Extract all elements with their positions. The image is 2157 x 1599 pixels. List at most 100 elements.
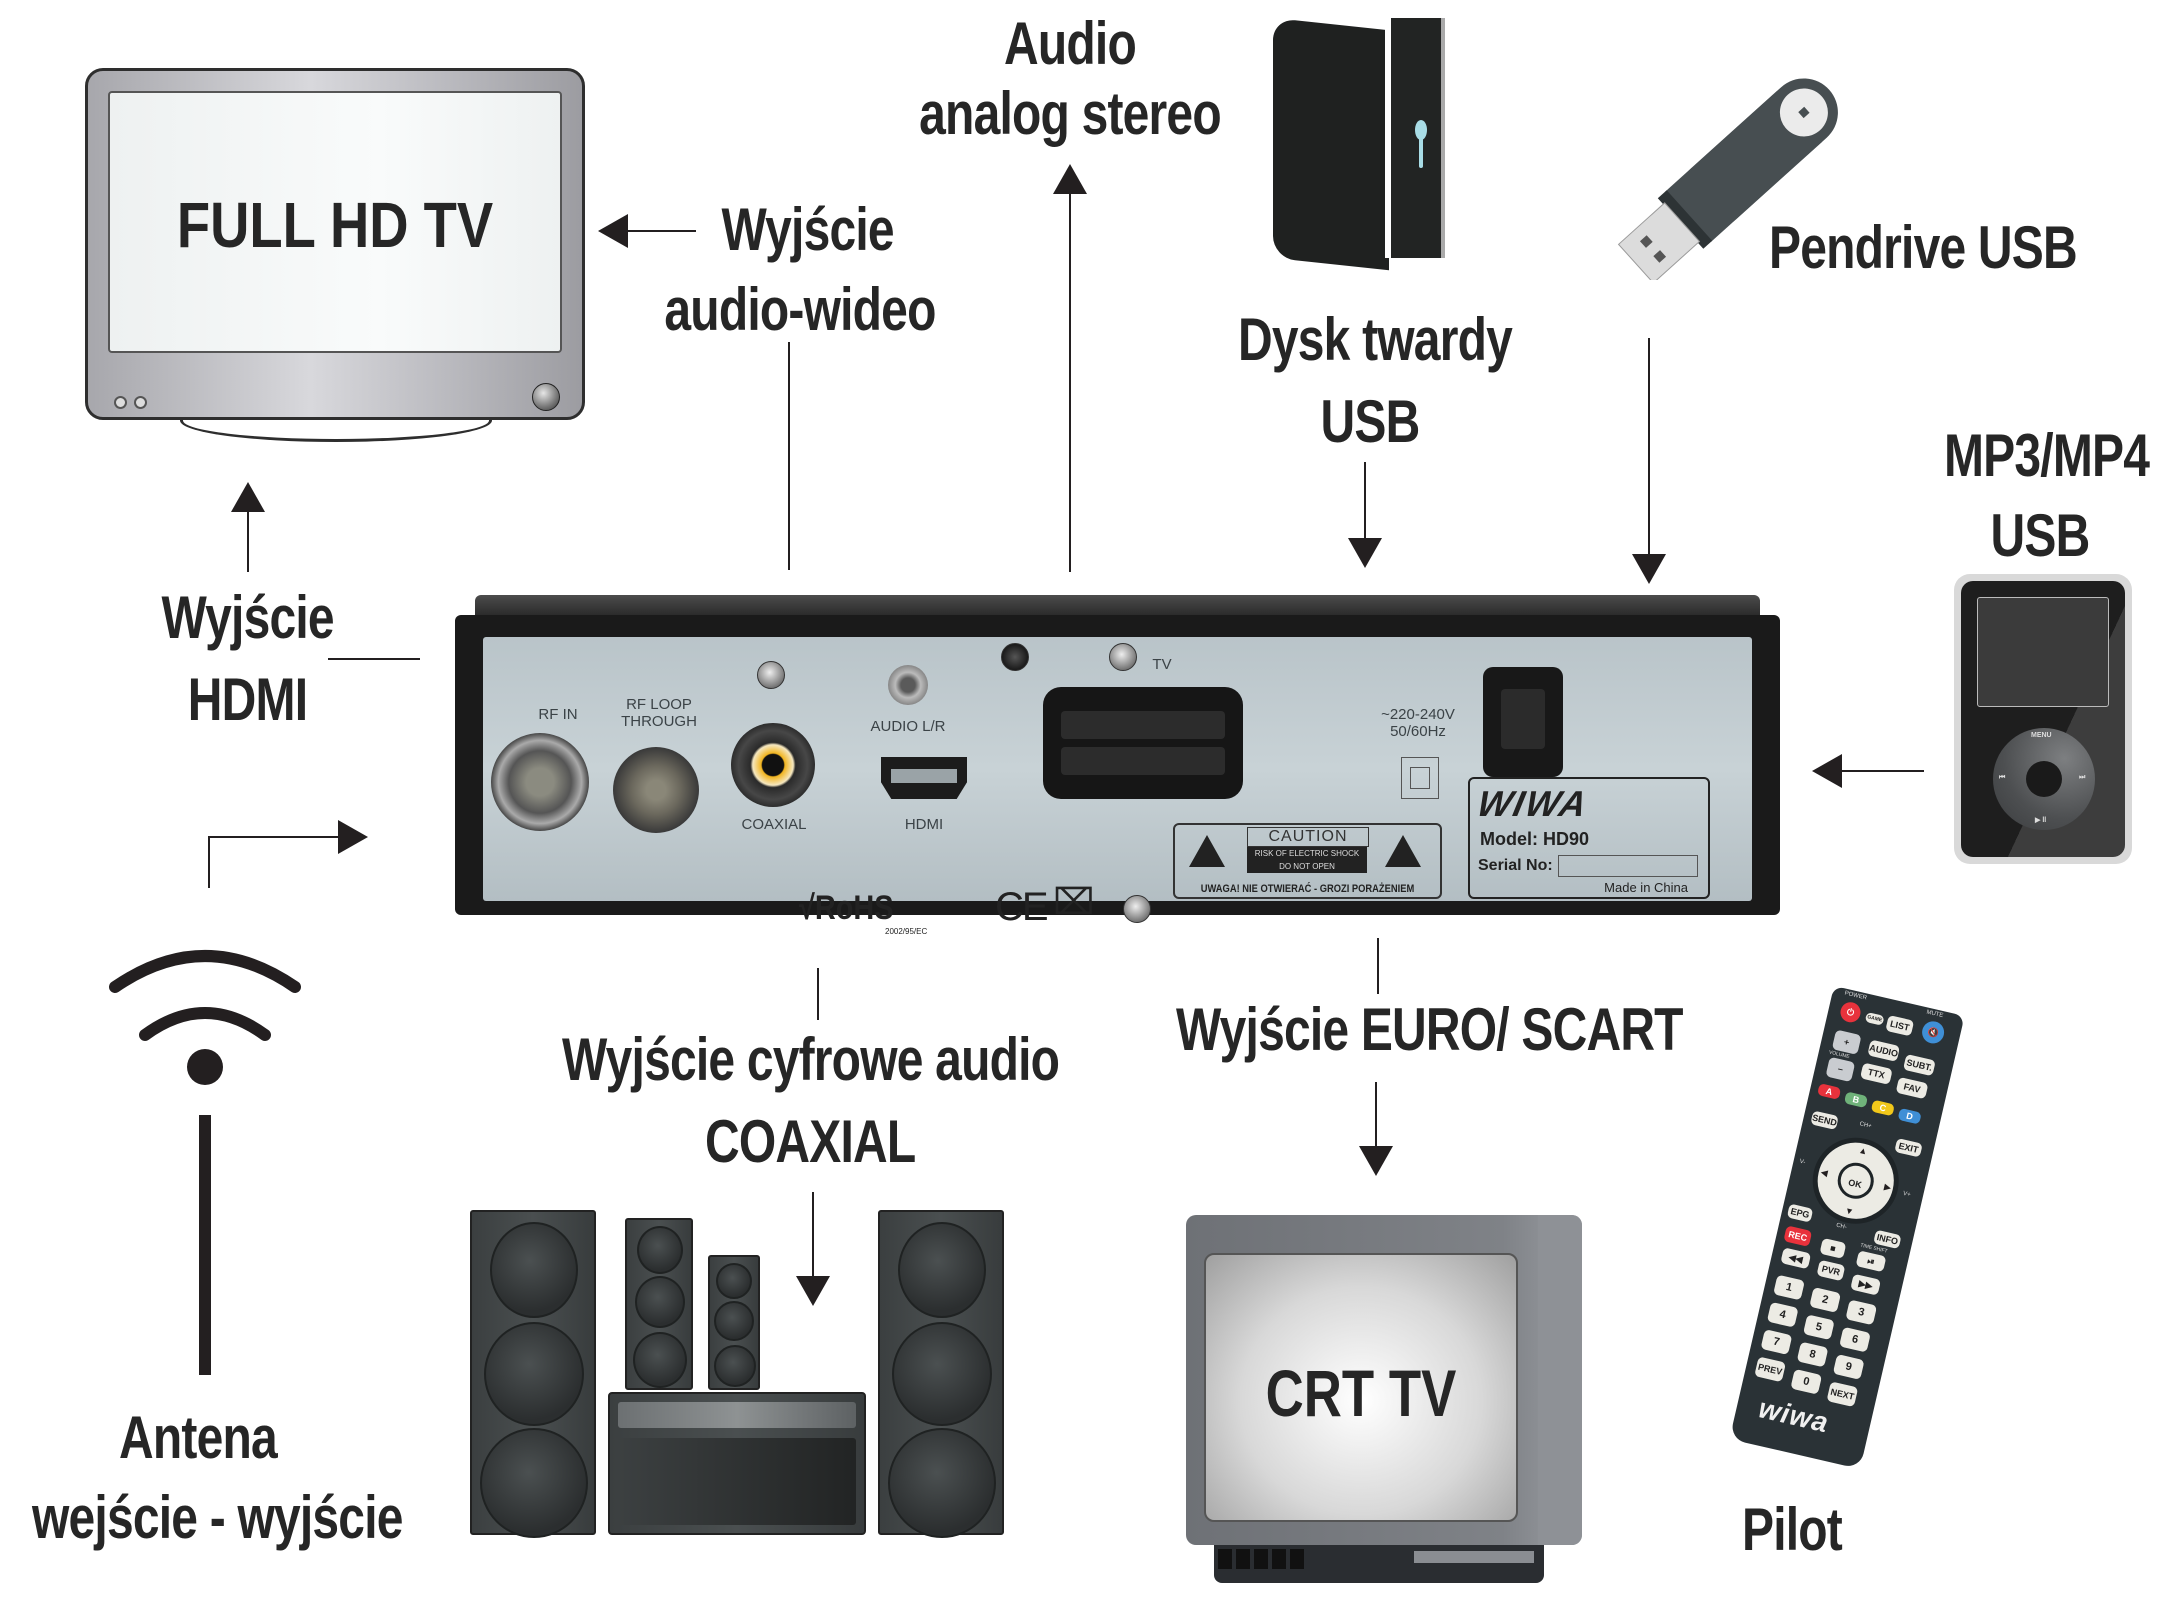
audio-button[interactable]: AUDIO — [1867, 1039, 1901, 1062]
digit-3-button[interactable]: 3 — [1845, 1299, 1878, 1326]
color-key-a[interactable]: A — [1817, 1083, 1842, 1100]
next-icon: ⏭ — [2079, 774, 2086, 781]
mp3-label-line2: USB — [1990, 502, 2091, 569]
color-key-b[interactable]: B — [1843, 1091, 1869, 1109]
arrow-left-icon — [598, 214, 628, 248]
rohs-directive: 2002/95/EC — [885, 927, 928, 936]
remote-label: Pilot — [1742, 1496, 1843, 1563]
nav-down-icon[interactable]: ▼ — [1843, 1205, 1855, 1217]
color-key-d[interactable]: D — [1897, 1107, 1922, 1125]
previous-icon: ⏮ — [1999, 774, 2006, 781]
hdtv-power-knob-icon — [532, 383, 560, 411]
digit-8-button[interactable]: 8 — [1796, 1341, 1829, 1368]
caution-label: CAUTION RISK OF ELECTRIC SHOCK DO NOT OP… — [1173, 823, 1442, 899]
scart-pin-row — [1061, 747, 1225, 775]
connector-line — [208, 836, 338, 838]
full-hd-tv: FULL HD TV — [85, 68, 585, 420]
set-top-box-rear-panel: RF IN RF LOOP THROUGH COAXIAL AUDIO L/R … — [455, 595, 1780, 936]
weee-bin-icon: ⌧ — [1053, 881, 1095, 922]
fast-forward-button[interactable]: ▶▶ — [1850, 1273, 1882, 1296]
hdmi-port[interactable] — [881, 757, 967, 799]
power-button[interactable]: ⏻ — [1838, 1000, 1863, 1025]
mp3-label-line1: MP3/MP4 — [1944, 422, 2150, 489]
antenna-label-line2: wejście - wyjście — [32, 1484, 403, 1551]
next-button[interactable]: NEXT — [1826, 1381, 1859, 1408]
digit-6-button[interactable]: 6 — [1839, 1326, 1871, 1353]
hdd-led-icon — [1415, 120, 1427, 140]
epg-button[interactable]: EPG — [1786, 1203, 1814, 1223]
prev-button[interactable]: PREV — [1754, 1356, 1787, 1383]
stb-panel: RF IN RF LOOP THROUGH COAXIAL AUDIO L/R … — [483, 637, 1752, 936]
digit-0-button[interactable]: 0 — [1790, 1368, 1823, 1395]
exit-button[interactable]: EXIT — [1894, 1138, 1923, 1158]
arrow-down-icon — [1348, 538, 1382, 568]
caution-title: CAUTION — [1247, 827, 1369, 847]
mp3-screen — [1977, 597, 2109, 707]
nav-left-icon[interactable]: ◀ — [1819, 1166, 1829, 1179]
fan-screw-icon — [1001, 643, 1029, 671]
digit-5-button[interactable]: 5 — [1802, 1314, 1835, 1341]
connector-line — [208, 838, 210, 888]
connector-line — [1840, 770, 1924, 772]
rf-loop-label: RF LOOP THROUGH — [609, 696, 709, 730]
speaker-right — [878, 1210, 1004, 1538]
coaxial-out-label-line1: Wyjście cyfrowe audio — [562, 1026, 1060, 1093]
volume-down-button[interactable]: − — [1825, 1056, 1856, 1083]
rf-loop-port[interactable] — [613, 747, 699, 833]
mute-button[interactable]: 🔇 — [1919, 1019, 1947, 1046]
menu-label: MENU — [2031, 732, 2052, 739]
coaxial-port[interactable] — [731, 723, 815, 807]
av-receiver — [608, 1392, 866, 1535]
connector-line — [812, 1192, 814, 1276]
send-button[interactable]: SEND — [1810, 1110, 1839, 1130]
ok-button[interactable]: OK — [1834, 1159, 1878, 1203]
scart-tv-label: TV — [1152, 656, 1172, 673]
rewind-button[interactable]: ◀◀ — [1780, 1247, 1812, 1270]
pvr-button[interactable]: PVR — [1816, 1259, 1846, 1282]
game-button[interactable]: GAME — [1864, 1011, 1885, 1026]
digit-2-button[interactable]: 2 — [1809, 1287, 1842, 1313]
color-key-c[interactable]: C — [1870, 1099, 1895, 1117]
audio-lr-jack[interactable] — [888, 665, 928, 705]
favorites-button[interactable]: FAV — [1895, 1076, 1929, 1100]
stop-button[interactable]: ■ — [1819, 1237, 1847, 1259]
caution-line2: DO NOT OPEN — [1279, 862, 1335, 871]
digit-9-button[interactable]: 9 — [1832, 1354, 1865, 1380]
arrow-left-icon — [1812, 754, 1842, 788]
volume-plus-label: V+ — [1902, 1190, 1912, 1199]
ce-mark: CE — [995, 885, 1049, 929]
navigation-pad[interactable]: ▲ ◀ ▶ ▼ OK — [1804, 1129, 1908, 1233]
double-insulation-icon — [1401, 757, 1439, 799]
scart-out-label: Wyjście EURO/ SCART — [1176, 996, 1684, 1063]
hdtv-stand — [180, 420, 492, 442]
digit-1-button[interactable]: 1 — [1773, 1274, 1805, 1301]
connector-line — [1069, 192, 1071, 572]
scart-port[interactable] — [1043, 687, 1243, 799]
crt-base — [1214, 1545, 1544, 1583]
nav-up-icon[interactable]: ▲ — [1857, 1144, 1869, 1157]
caution-line1: RISK OF ELECTRIC SHOCK — [1254, 849, 1360, 858]
crt-tv: CRT TV — [1186, 1215, 1586, 1595]
play-pause-icon: ▶ ll — [2035, 817, 2047, 824]
serial-number-field — [1558, 855, 1698, 877]
connector-line — [626, 230, 696, 232]
coaxial-out-label-line2: COAXIAL — [705, 1108, 916, 1175]
subtitle-button[interactable]: SUBT. — [1902, 1053, 1936, 1077]
exclamation-warning-icon — [1385, 835, 1421, 867]
mp3-center-button — [2026, 761, 2062, 797]
nav-right-icon[interactable]: ▶ — [1883, 1181, 1893, 1193]
hdtv-screen: FULL HD TV — [108, 91, 562, 353]
record-button[interactable]: REC — [1783, 1225, 1813, 1247]
power-frequency: 50/60Hz — [1390, 722, 1446, 740]
hdmi-out-label-line2: HDMI — [187, 666, 308, 733]
volume-minus-label: V- — [1798, 1158, 1806, 1166]
antenna-label-line1: Antena — [119, 1404, 278, 1471]
list-button[interactable]: LIST — [1885, 1014, 1915, 1037]
digit-4-button[interactable]: 4 — [1766, 1301, 1799, 1328]
home-theater-speakers — [470, 1210, 1010, 1538]
teletext-button[interactable]: TTX — [1859, 1062, 1893, 1085]
digit-7-button[interactable]: 7 — [1760, 1329, 1793, 1355]
coaxial-label: COAXIAL — [741, 816, 807, 833]
rf-in-port[interactable] — [491, 733, 589, 831]
arrow-up-icon — [1053, 164, 1087, 194]
